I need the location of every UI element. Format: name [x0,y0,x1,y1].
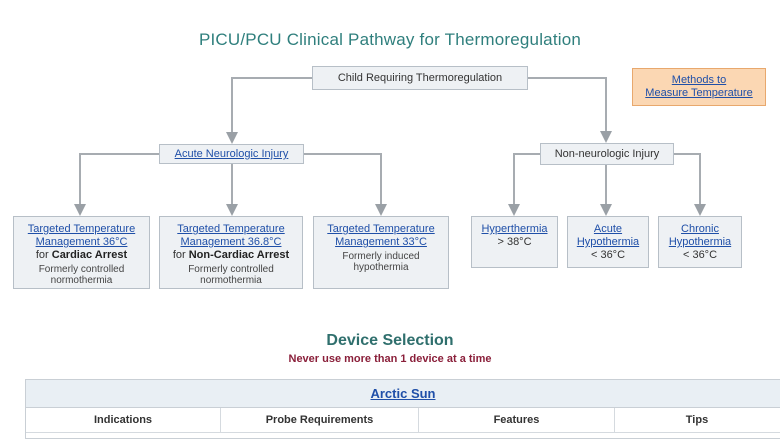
ttm-36-8-link-line2[interactable]: Management 36.8°C [180,236,282,248]
chronic-hypothermia-threshold: < 36°C [682,249,718,261]
non-neurologic-injury-label: Non-neurologic Injury [554,148,660,160]
ttm-36-8-note-line1: Formerly controlled [188,264,274,275]
ttm-36-for: for [35,249,52,261]
device-table: Arctic Sun Indications Probe Requirement… [25,379,780,439]
column-probe-requirements: Probe Requirements [221,408,419,432]
ttm-33-node[interactable]: Targeted Temperature Management 33°C For… [313,216,449,289]
column-tips: Tips [685,414,709,426]
device-columns-row: Indications Probe Requirements Features … [26,408,780,433]
ttm-36-link-line2[interactable]: Management 36°C [35,236,128,248]
device-header: Arctic Sun [26,380,780,408]
acute-hypothermia-threshold: < 36°C [590,249,626,261]
non-neurologic-injury-node: Non-neurologic Injury [540,143,674,165]
arctic-sun-link[interactable]: Arctic Sun [370,386,436,401]
page-title: PICU/PCU Clinical Pathway for Thermoregu… [198,30,582,49]
chronic-hypothermia-link-line2[interactable]: Hypothermia [668,236,732,248]
ttm-36-8-link-line1[interactable]: Targeted Temperature [177,223,285,235]
device-selection-title: Device Selection [326,332,454,349]
acute-neurologic-injury-node[interactable]: Acute Neurologic Injury [159,144,304,164]
ttm-36-link-line1[interactable]: Targeted Temperature [27,223,136,235]
ttm-33-note-line2: hypothermia [353,262,409,273]
chronic-hypothermia-node[interactable]: Chronic Hypothermia < 36°C [658,216,742,268]
ttm-36-target: Cardiac Arrest [51,249,128,261]
methods-to-measure-temperature-box[interactable]: Methods to Measure Temperature [632,68,766,106]
ttm-33-link-line1[interactable]: Targeted Temperature [327,223,435,235]
chronic-hypothermia-link-line1[interactable]: Chronic [681,223,719,235]
ttm-36-node[interactable]: Targeted Temperature Management 36°C for… [13,216,150,289]
acute-hypothermia-link-line1[interactable]: Acute [593,223,623,235]
acute-hypothermia-link-line2[interactable]: Hypothermia [576,236,640,248]
ttm-33-note-line1: Formerly induced [342,251,420,262]
column-indications: Indications [26,408,221,432]
root-node: Child Requiring Thermoregulation [312,66,528,90]
acute-hypothermia-node[interactable]: Acute Hypothermia < 36°C [567,216,649,268]
ttm-36-8-for: for [172,249,189,261]
ttm-36-note-line2: normothermia [50,275,113,286]
hyperthermia-threshold: > 38°C [497,236,532,248]
ttm-36-8-node[interactable]: Targeted Temperature Management 36.8°C f… [159,216,303,289]
ttm-36-8-target: Non-Cardiac Arrest [188,249,290,261]
methods-link-line2[interactable]: Measure Temperature [645,87,753,99]
hyperthermia-link[interactable]: Hyperthermia [481,223,548,235]
root-label: Child Requiring Thermoregulation [337,72,503,84]
hyperthermia-node[interactable]: Hyperthermia > 38°C [471,216,558,268]
ttm-36-note-line1: Formerly controlled [38,264,125,275]
ttm-36-8-note-line2: normothermia [200,275,262,286]
column-features: Features [419,408,615,432]
device-selection-warning: Never use more than 1 device at a time [288,353,492,365]
acute-neurologic-injury-link[interactable]: Acute Neurologic Injury [174,148,289,160]
methods-link-line1[interactable]: Methods to [671,74,727,86]
ttm-33-link-line2[interactable]: Management 33°C [335,236,427,248]
